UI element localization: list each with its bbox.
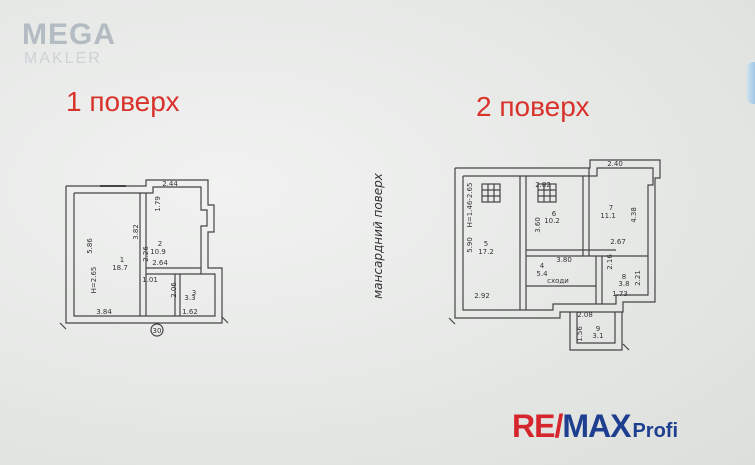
plan-2-outer-wall: [454, 159, 661, 319]
plan-1-dimension-label: 3: [192, 289, 196, 297]
plan-2-dimension-label: 3.80: [556, 256, 572, 264]
plan-2-dimension-label: 11.1: [600, 212, 616, 220]
plan-2-dimension-label: 2.08: [577, 311, 593, 319]
plan-2-dimension-label: 2.21: [634, 270, 642, 286]
plan-1-dimension-label: 1.62: [182, 308, 198, 316]
plan-2-dimension-label: 2.40: [607, 160, 623, 168]
plan-2-tick-2: [622, 343, 630, 351]
plan-1-dimension-label: 5.86: [86, 238, 94, 254]
plan-2-dimension-label: 8: [622, 273, 626, 281]
plan-1-dimension-label: 10.9: [150, 248, 166, 256]
plan-1-dimension-label: 1: [120, 256, 124, 264]
logo-re: RE/: [512, 408, 563, 444]
decorative-edge: [747, 62, 755, 104]
plan-2-dimension-label: 2.67: [610, 238, 626, 246]
plan-2-dimension-label: H=1.46-2.65: [466, 183, 474, 228]
plan-2-skylight-5: [481, 183, 501, 203]
plan-1-walls: [59, 179, 229, 337]
plan-1-dimension-label: 2.06: [170, 282, 178, 298]
floor-2-title: 2 поверх: [476, 91, 590, 122]
plan-1-dimension-label: 3.84: [96, 308, 112, 316]
plan-2-dimension-label: 3.60: [534, 217, 542, 233]
plan-2-tick: [448, 317, 456, 325]
plan-1-dimension-label: 2.44: [162, 180, 178, 188]
plan-2-room-9-inner: [576, 312, 616, 344]
plan-1-tick: [59, 322, 67, 330]
plan-2-dimension-label: 5.4: [536, 270, 548, 278]
plan-2-labels: 2.40 2.82 H=1.46-2.65 5.90 517.2 3.60 610.2 711…: [466, 160, 642, 342]
watermark-brand: MEGA: [22, 18, 116, 51]
plan-1-dimension-label: H=2.65: [90, 267, 98, 294]
plan-2-dimension-label: 2.92: [474, 292, 490, 300]
plan-1-inner-wall: [73, 186, 216, 317]
plan-2-dimension-label: 3.8: [618, 280, 629, 288]
floor-1-title: 1 поверх: [66, 86, 180, 117]
plan-1-dimension-label: 2: [158, 240, 162, 248]
plan-2-dimension-label: 17.2: [478, 248, 494, 256]
plan-2-dimension-label: 9: [596, 325, 600, 333]
plan-2-dimension-label: 2.82: [535, 181, 551, 189]
plan-1-dimension-label: 2.64: [152, 259, 168, 267]
watermark-sub: MAKLER: [24, 50, 102, 67]
plan-1-dimension-label: 1.79: [154, 196, 162, 212]
plan-1-dimension-label: 3.82: [132, 224, 140, 240]
plan-1-marker-circle: [150, 323, 164, 337]
logo-max: MAX: [562, 408, 631, 444]
plan-2-dimension-label: 1.73: [612, 290, 628, 298]
plan-2-dimension-label: сходи: [547, 277, 569, 285]
logo-profi: Profi: [632, 420, 679, 442]
plan-1-outer-wall: [65, 179, 223, 324]
plan-1-dimension-label: 18.7: [112, 264, 128, 272]
plan-2-dimension-label: 2.16: [606, 254, 614, 270]
plan-2-skylight-6: [537, 183, 557, 203]
plan-2-dimension-label: 5.90: [466, 237, 474, 253]
plan-2-dimension-label: 3.1: [592, 332, 603, 340]
plan-1-labels: 2.441.79 3.822.26 210.9 5.86 118.7 H=2.65 1.01…: [86, 180, 198, 335]
plan-2-dimension-label: 5: [484, 240, 488, 248]
plan-2-dimension-label: 10.2: [544, 217, 560, 225]
plan-1-dimension-label: 1.01: [142, 276, 158, 284]
plan-2-dimension-label: 1.56: [576, 326, 584, 342]
plan-2-inner-wall: [462, 167, 654, 311]
plan-1-dimension-label: 3.3: [184, 294, 195, 302]
plan-2-room-9-outer: [569, 312, 623, 351]
plan-2-walls: [448, 159, 661, 351]
plan-2-dimension-label: 4: [540, 262, 545, 270]
plan-1-dimension-label: 2.26: [142, 246, 150, 262]
watermark: MEGA MAKLER: [22, 18, 132, 68]
plan-1-tick-2: [221, 316, 229, 324]
plan-2-dimension-label: 4.38: [630, 207, 638, 223]
plan-2-dimension-label: 6: [552, 210, 557, 218]
plan-1-dimension-label: 30: [153, 327, 162, 335]
plan-2-dimension-label: 7: [609, 204, 613, 212]
